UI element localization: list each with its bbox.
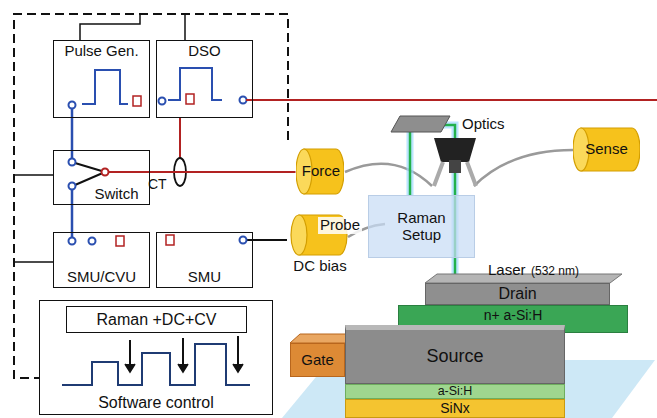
text-label: Laser (488, 262, 526, 279)
text-label: CT (148, 177, 167, 192)
node-label: DC bias (293, 258, 346, 275)
node-label: Sense (585, 141, 628, 158)
node-label: DSO (188, 43, 221, 60)
terminal (89, 238, 96, 245)
probe-cable (474, 150, 573, 186)
text-label: Optics (462, 116, 505, 133)
terminal (133, 96, 141, 106)
text-label: Probe (318, 217, 362, 234)
layer-box: Source (345, 325, 565, 384)
node-label: Switch (94, 186, 138, 203)
objective (434, 138, 476, 162)
node-label: SMU/CVU (67, 269, 136, 286)
terminal (69, 238, 76, 245)
process-box: DSO (156, 40, 253, 118)
terminal (166, 235, 174, 245)
node-label: Raman Setup (391, 210, 453, 243)
node-label: Drain (498, 285, 536, 303)
wire-connector (71, 118, 74, 150)
cylinder-body (581, 128, 640, 171)
control-loop (14, 14, 288, 378)
process-box: Software control Raman +DC+CV (39, 300, 273, 415)
terminal (159, 98, 166, 105)
process-box: Raman +DC+CV (66, 306, 247, 333)
switch-contact (75, 163, 105, 185)
layer-box: Gate (290, 343, 345, 377)
terminal (69, 159, 76, 166)
pulse-icon (168, 68, 222, 100)
probe-cylinder: Force (296, 148, 347, 195)
pulse-icon (82, 70, 128, 104)
probe-cable (345, 164, 432, 186)
node-label: Source (426, 347, 483, 367)
layer-box: a-Si:H (345, 384, 565, 399)
cylinder-face (291, 215, 307, 255)
terminal (116, 236, 124, 246)
control-wire (14, 175, 53, 262)
terminal (240, 97, 247, 104)
layer-box: Drain (425, 283, 610, 305)
wire-connector (253, 239, 287, 241)
wire-connector (150, 171, 296, 173)
objective-lens (449, 160, 461, 173)
signal-wire (246, 99, 657, 101)
node-label: n+ a-Si:H (484, 308, 543, 323)
process-box: SMU/CVU (53, 232, 150, 288)
mirror (391, 116, 450, 132)
process-box: Pulse Gen. (53, 40, 150, 118)
arrowhead (125, 364, 243, 372)
signal-wire (105, 171, 150, 173)
terminal (69, 102, 76, 109)
node-label: SMU (188, 269, 221, 286)
node-label: Raman +DC+CV (96, 311, 216, 329)
control-wire (80, 14, 185, 40)
text-label: (532 nm) (531, 265, 579, 278)
terminal (102, 169, 109, 176)
layer-box: Raman Setup (368, 195, 475, 258)
node-label: SiNx (440, 401, 470, 416)
terminal (240, 237, 247, 244)
terminal (69, 183, 76, 190)
probe-tip (434, 162, 476, 186)
node-label: Software control (98, 394, 214, 412)
probe-cylinder: Sense (573, 127, 640, 172)
node-label: Pulse Gen. (64, 43, 138, 60)
process-box: Switch (53, 150, 150, 205)
signal-wire (179, 118, 181, 158)
wire-connector (71, 205, 74, 232)
layer-box: SiNx (345, 399, 565, 418)
process-box: SMU (156, 232, 253, 288)
node-label: a-Si:H (438, 385, 473, 399)
waveform (62, 344, 250, 385)
node-label: Force (302, 163, 340, 180)
terminal (186, 94, 194, 104)
node-label: Gate (301, 352, 334, 369)
